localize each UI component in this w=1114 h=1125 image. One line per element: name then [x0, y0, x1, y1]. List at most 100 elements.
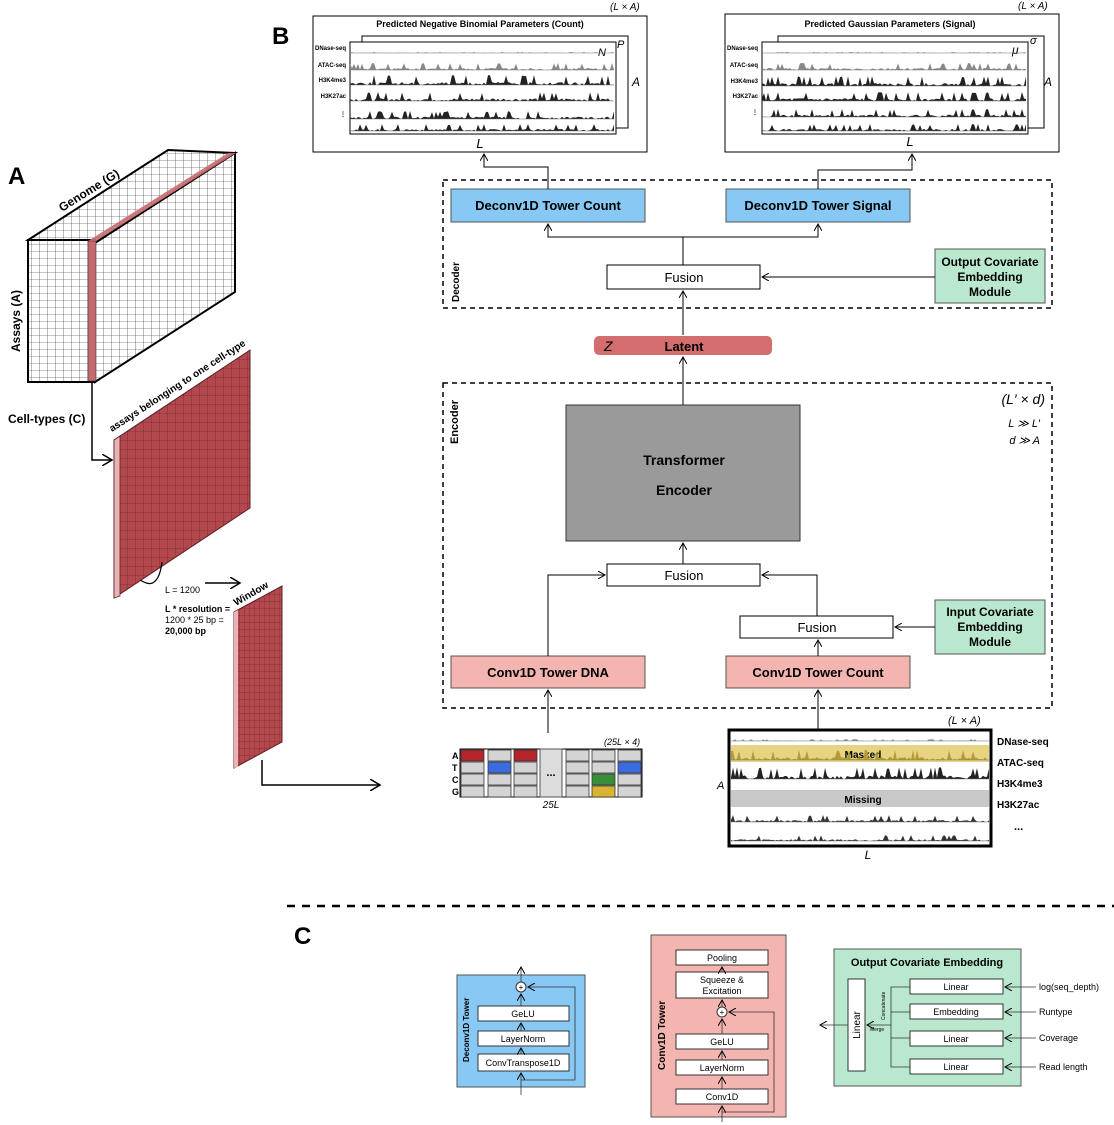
deconv-convtranspose: ConvTranspose1D — [486, 1058, 561, 1068]
cov-input-0: log(seq_depth) — [1039, 982, 1099, 992]
dna-cell-4-3 — [591, 785, 616, 798]
data-cube — [24, 148, 239, 384]
input-covariate-line3: Module — [969, 635, 1011, 649]
masked-label: Masked — [845, 750, 882, 761]
deconv-tower-count — [450, 188, 646, 223]
slice-arrow — [91, 383, 112, 460]
encoder-region — [442, 382, 1053, 709]
window-to-input-arrow — [261, 760, 380, 785]
dna-cell-2-2 — [513, 773, 538, 786]
conv-tower-count — [725, 655, 911, 689]
input-track-h3k4me3-fill — [731, 767, 989, 779]
signal-input-axis-l: L — [865, 848, 872, 862]
deconv-tower-detail: Deconv1D Tower GeLU LayerNorm ConvTransp… — [456, 967, 586, 1095]
count-axis-l: L — [476, 136, 483, 151]
input-track-atac-fill — [731, 750, 989, 760]
dna-cell-3-3 — [565, 785, 590, 798]
base-t: T — [452, 763, 458, 773]
conv-squeeze: Squeeze & — [700, 975, 744, 985]
cov-linear-vertical: Linear — [852, 1010, 863, 1038]
dna-cell-1-1 — [487, 761, 512, 774]
encoder-dim: (L′ × d) — [1002, 391, 1045, 407]
dna-cell-5-2 — [617, 773, 642, 786]
signal-output-plot: Predicted Gaussian Parameters (Signal) σ… — [724, 13, 1060, 153]
l-value-label: L = 1200 — [165, 585, 200, 595]
signal-output-title: Predicted Gaussian Parameters (Signal) — [804, 19, 975, 29]
count-dim: (L × A) — [610, 2, 640, 13]
signal-track-3 — [762, 92, 1026, 101]
cell-types-label: Cell-types (C) — [8, 412, 85, 426]
signal-axis-a: A — [1043, 75, 1052, 89]
dna-onehot-input: ... — [459, 748, 643, 798]
deconv-plus: + — [519, 983, 524, 992]
encoder-label: Encoder — [449, 399, 461, 444]
dna-cell-1-0 — [487, 749, 512, 762]
count-track-label-3: H3K27ac — [321, 94, 347, 100]
dna-length: 25L — [542, 800, 560, 811]
deconv-detail-title: Deconv1D Tower — [462, 998, 471, 1062]
input-covariate-line1: Input Covariate — [946, 605, 1034, 619]
signal-dim: (L × A) — [1018, 1, 1048, 12]
conv-layernorm: LayerNorm — [700, 1063, 745, 1073]
signal-track-label-4: ⋮ — [752, 109, 758, 116]
decoder-fusion-label: Fusion — [664, 270, 703, 285]
deconv-tower-signal-label: Deconv1D Tower Signal — [744, 198, 891, 213]
cov-concat-label: Concatenate — [881, 991, 887, 1020]
dna-cell-5-1 — [617, 761, 642, 774]
input-track-extra-fill — [731, 835, 989, 841]
conv-detail-title: Conv1D Tower — [657, 1001, 668, 1070]
input-track-h3k27ac: H3K27ac — [997, 800, 1040, 811]
input-track-more: ... — [1014, 821, 1023, 833]
encoder-arrows — [548, 543, 935, 733]
conv-excitation: Excitation — [702, 986, 741, 996]
conv-tower-detail: Conv1D Tower Pooling Squeeze & Excitatio… — [650, 934, 787, 1122]
deconv-gelu: GeLU — [511, 1009, 535, 1019]
output-covariate-line1: Output Covariate — [941, 255, 1039, 269]
dna-cell-4-0 — [591, 749, 616, 762]
latent-label: Latent — [665, 339, 705, 354]
decoder-label: Decoder — [451, 262, 462, 302]
count-track-label-2: H3K4me3 — [319, 78, 347, 84]
transformer-line2: Encoder — [656, 482, 713, 498]
count-track-1 — [350, 63, 614, 70]
count-track-4 — [350, 111, 614, 119]
encoder-fusion-top-label: Fusion — [664, 568, 703, 583]
conv-pooling: Pooling — [707, 953, 737, 963]
dna-ellipsis: ... — [546, 767, 555, 779]
panel-b-label: B — [272, 23, 289, 50]
dna-cell-5-3 — [617, 785, 642, 798]
panel-c-label: C — [294, 923, 311, 950]
encoder-cond1: L ≫ L′ — [1008, 418, 1041, 430]
input-covariate-line2: Embedding — [957, 620, 1022, 634]
dna-cell-4-1 — [591, 761, 616, 774]
signal-input-axis-a: A — [716, 780, 724, 792]
signal-track-5 — [762, 124, 1026, 131]
conv-plus: + — [720, 1008, 725, 1017]
conv-tower-dna-label: Conv1D Tower DNA — [487, 665, 609, 680]
dna-dim: (25L × 4) — [604, 737, 640, 747]
conv-gelu: GeLU — [710, 1037, 734, 1047]
resolution-line2: 1200 * 25 bp = — [165, 615, 224, 625]
input-covariate-module — [934, 599, 1046, 655]
dna-cell-0-3 — [460, 785, 485, 798]
resolution-line3: 20,000 bp — [165, 626, 207, 636]
dna-cell-2-1 — [513, 761, 538, 774]
cov-layer-2: Linear — [943, 1034, 968, 1044]
dna-cell-0-0 — [460, 749, 485, 762]
deconv-layernorm: LayerNorm — [501, 1034, 546, 1044]
cov-input-3: Read length — [1039, 1062, 1088, 1072]
encoder-fusion-right-label: Fusion — [797, 620, 836, 635]
count-track-label-4: ⋮ — [340, 111, 346, 118]
panel-a-label: A — [8, 163, 25, 190]
base-g: G — [452, 787, 459, 797]
dna-cell-1-2 — [487, 773, 512, 786]
dna-cell-2-0 — [513, 749, 538, 762]
input-track-h3k4me3: H3K4me3 — [997, 779, 1043, 790]
signal-input-dim: (L × A) — [948, 715, 981, 727]
signal-input-plot: Masked Missing — [727, 728, 993, 848]
count-track-5 — [350, 124, 614, 131]
dna-cell-0-1 — [460, 761, 485, 774]
conv-conv1d: Conv1D — [706, 1092, 739, 1102]
input-track-h3k27ac-fill — [731, 815, 989, 822]
